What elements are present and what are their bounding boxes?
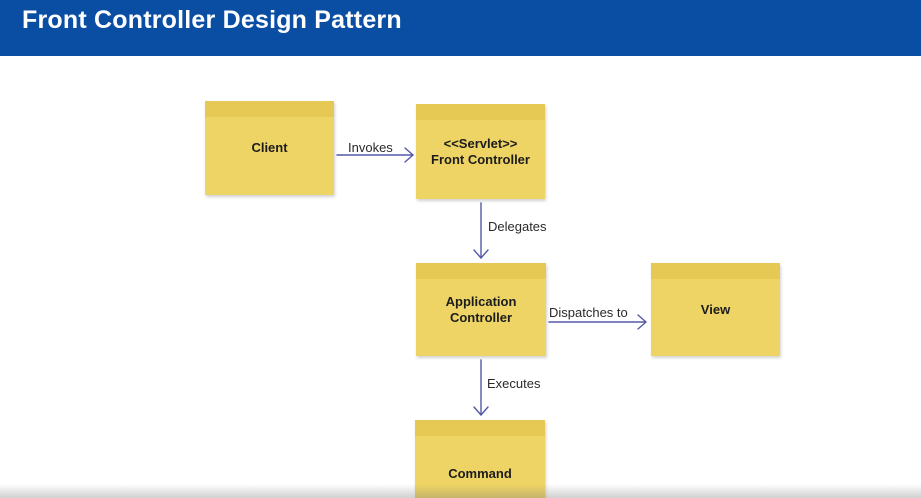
application-controller-label: Application Controller — [446, 294, 517, 326]
video-bottom-shadow — [0, 484, 921, 498]
delegates-label: Delegates — [488, 219, 547, 234]
slide-title: Front Controller Design Pattern — [22, 6, 402, 34]
client-label: Client — [251, 140, 288, 155]
application-controller-line1: Application — [445, 293, 517, 309]
executes-label: Executes — [487, 376, 541, 391]
front-controller-label: <<Servlet>> Front Controller — [431, 136, 530, 168]
invokes-label: Invokes — [348, 140, 393, 155]
view-node: View — [651, 263, 780, 356]
dispatches-label: Dispatches to — [549, 305, 628, 320]
front-controller-node: <<Servlet>> Front Controller — [416, 104, 545, 199]
title-bar: Front Controller Design Pattern — [0, 0, 921, 56]
application-controller-line2: Controller — [449, 309, 513, 325]
view-label: View — [700, 301, 731, 317]
front-controller-name: Front Controller — [431, 151, 530, 167]
application-controller-node: Application Controller — [416, 263, 546, 356]
servlet-stereotype: <<Servlet>> — [443, 135, 518, 151]
executes-arrow — [473, 359, 489, 416]
delegates-arrow — [473, 202, 489, 259]
client-node: Client — [205, 101, 334, 195]
command-label: Command — [448, 466, 512, 481]
command-node: Command — [415, 420, 545, 498]
